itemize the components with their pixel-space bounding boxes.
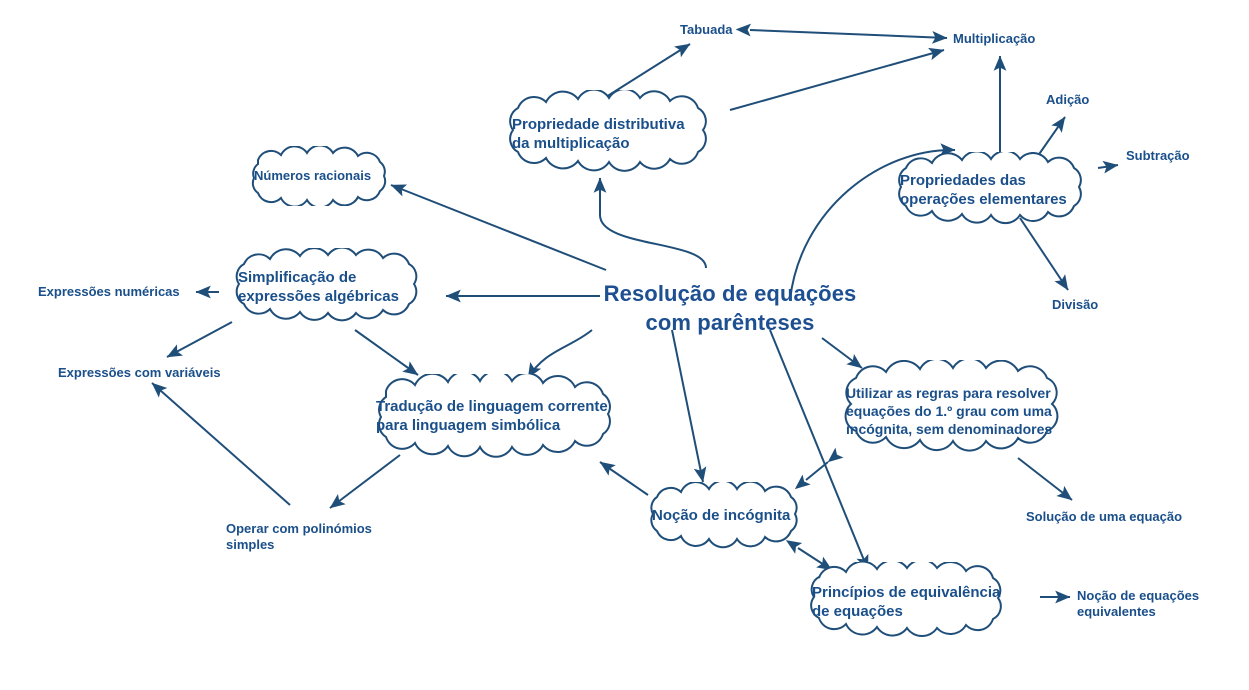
- leaf-subtracao[interactable]: Subtração: [1126, 148, 1190, 163]
- leaf-expressoes-variaveis[interactable]: Expressões com variáveis: [58, 365, 221, 380]
- cloud-label: Simplificação de expressões algébricas: [238, 268, 399, 305]
- edge-operar-variaveis: [151, 382, 291, 506]
- cloud-label: Propriedade distributiva da multiplicaçã…: [512, 115, 685, 152]
- cloud-propriedade-distributiva[interactable]: Propriedade distributiva da multiplicaçã…: [484, 90, 736, 178]
- leaf-solucao-equacao[interactable]: Solução de uma equação: [1026, 509, 1183, 524]
- cloud-shape: [251, 146, 387, 206]
- edge-distributiva-multiplicacao: [729, 47, 945, 111]
- cloud-label: Noção de incógnita: [652, 507, 791, 525]
- leaf-nocao-equacoes-equivalentes[interactable]: Noção de equações equivalentes: [1077, 588, 1200, 620]
- edge-utilizar-incognita: [794, 447, 844, 490]
- cloud-shape: [378, 374, 611, 458]
- cloud-label: Tradução de linguagem corrente para ling…: [376, 397, 608, 434]
- edge-propriedades-divisao: [1019, 217, 1069, 291]
- cloud-principios-equivalencia[interactable]: Princípios de equivalência de equações: [786, 562, 1042, 642]
- cloud-label: Princípios de equivalência de equações: [812, 583, 1001, 620]
- edge-utilizar-solucao: [1017, 457, 1073, 501]
- edge-tabuada-multiplicacao: [735, 23, 948, 44]
- cloud-shape: [898, 152, 1082, 225]
- edge-traducao-operar: [329, 454, 401, 509]
- edge-center-incognita: [671, 329, 707, 483]
- cloud-shape: [810, 562, 1002, 637]
- leaf-multiplicacao[interactable]: Multiplicação: [953, 31, 1036, 46]
- cloud-label: Propriedades das operações elementares: [900, 171, 1067, 208]
- leaf-expressoes-numericas[interactable]: Expressões numéricas: [38, 284, 180, 299]
- cloud-simplificacao-expressoes[interactable]: Simplificação de expressões algébricas: [212, 248, 446, 326]
- edge-simplificacao-traducao: [354, 329, 419, 376]
- cloud-numeros-racionais[interactable]: Números racionais: [232, 146, 406, 206]
- cloud-traducao-linguagem[interactable]: Tradução de linguagem corrente para ling…: [350, 374, 658, 458]
- leaf-adicao[interactable]: Adição: [1046, 92, 1090, 107]
- leaf-tabuada[interactable]: Tabuada: [680, 22, 733, 37]
- cloud-shape: [844, 360, 1059, 452]
- cloud-shape: [235, 248, 418, 322]
- center-title: Resolução de equações com parênteses: [603, 281, 857, 335]
- cloud-label: Números racionais: [254, 167, 372, 183]
- cloud-utilizar-regras[interactable]: Utilizar as regras para resolver equaçõe…: [820, 360, 1108, 464]
- leaf-divisao[interactable]: Divisão: [1052, 297, 1099, 312]
- edge-center-distributiva: [593, 177, 707, 269]
- edge-simplificacao-variaveis: [166, 321, 233, 358]
- cloud-nocao-incognita[interactable]: Noção de incógnita: [628, 482, 828, 550]
- leaf-operar-polinomios[interactable]: Operar com polinómios simples: [226, 521, 372, 553]
- cloud-shape: [509, 90, 707, 172]
- edge-center-traducao: [527, 329, 593, 379]
- cloud-label: Utilizar as regras para resolver equaçõe…: [846, 385, 1053, 437]
- cloud-shape: [650, 482, 798, 549]
- cloud-propriedades-operacoes[interactable]: Propriedades das operações elementares: [874, 152, 1112, 228]
